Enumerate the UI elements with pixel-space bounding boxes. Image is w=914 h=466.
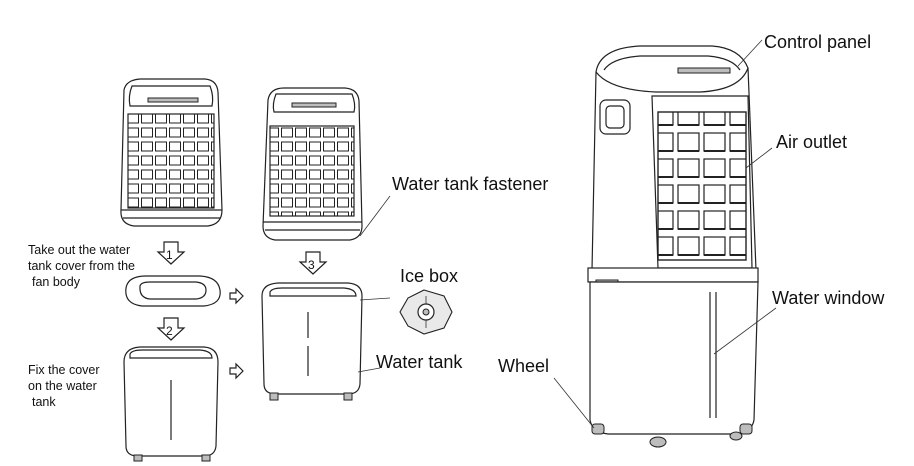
leader-control-panel (737, 39, 763, 67)
water-tank (261, 282, 363, 401)
step-2-arrow: 2 (156, 317, 186, 341)
step-1-number: 1 (166, 248, 173, 262)
take-out-line-3: fan body (32, 275, 81, 289)
fan-body-middle (262, 87, 363, 241)
step-2-number: 2 (166, 324, 173, 338)
air-outlet-label: Air outlet (776, 132, 847, 152)
fan-body-left (120, 78, 223, 227)
wheel-label: Wheel (498, 356, 549, 376)
tank-with-cover (123, 346, 219, 462)
leader-lines (357, 39, 777, 429)
arrow-fixed-tank (229, 362, 244, 380)
leader-water-tank-fastener (359, 195, 391, 237)
fix-cover-line-2: on the water (28, 379, 97, 393)
fix-cover-line-1: Fix the cover (28, 363, 100, 377)
leader-wheel (553, 377, 595, 429)
fix-cover-line-3: tank (32, 395, 56, 409)
leader-water-window (713, 307, 777, 355)
step-3-arrow: 3 (298, 251, 328, 275)
leader-water-tank (357, 367, 381, 373)
step-1-arrow: 1 (156, 241, 186, 265)
step-3-number: 3 (308, 258, 315, 272)
tall-cooler-unit (587, 45, 759, 448)
water-window-label: Water window (772, 288, 885, 308)
water-tank-fastener-label: Water tank fastener (392, 174, 548, 194)
control-panel-label: Control panel (764, 32, 871, 52)
arrow-cover-to-tank (229, 287, 244, 305)
ice-box-label: Ice box (400, 266, 458, 286)
leader-air-outlet (745, 147, 773, 169)
take-out-line-1: Take out the water (28, 243, 130, 257)
take-out-line-2: tank cover from the (28, 259, 135, 273)
tank-cover (125, 275, 221, 307)
leader-ice-box (359, 297, 391, 301)
water-tank-label: Water tank (376, 352, 463, 372)
ice-box (399, 289, 453, 335)
